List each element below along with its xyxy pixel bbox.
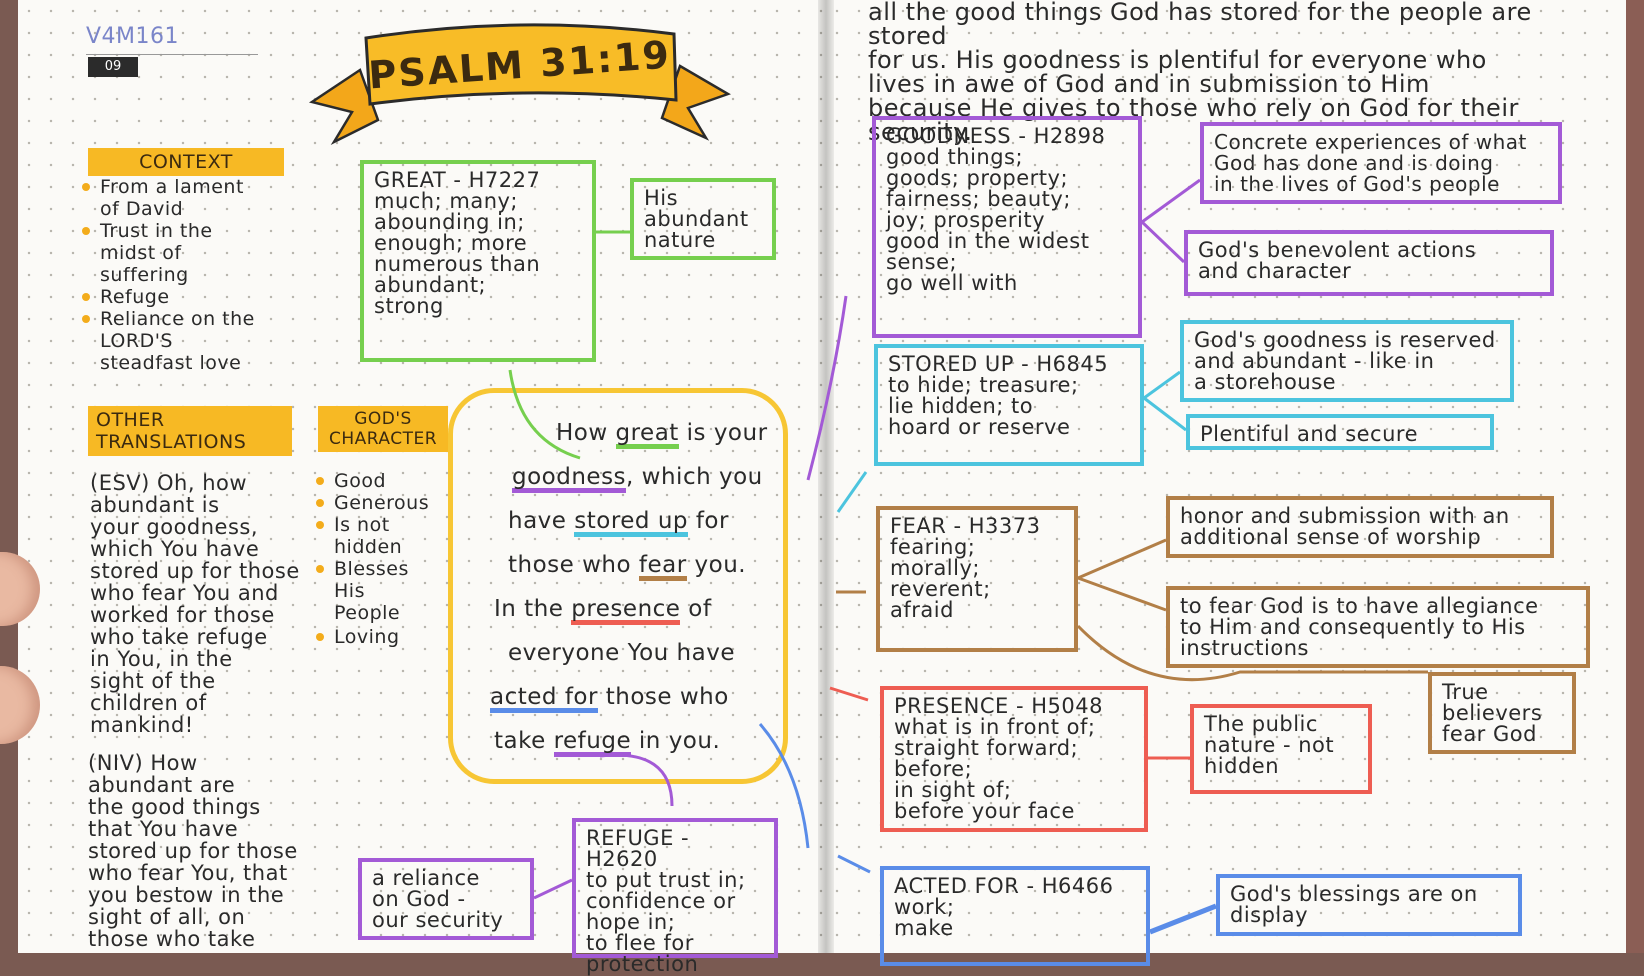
- list-item: Loving: [316, 626, 446, 648]
- note-box-acted-for: God's blessings are on display: [1216, 874, 1522, 936]
- list-item: Good: [316, 470, 446, 492]
- word-box-goodness: GOODNESS - H2898 good things; goods; pro…: [872, 116, 1142, 338]
- context-list: From a lament of David Trust in the mids…: [82, 176, 302, 374]
- note-box-fear-2: to fear God is to have allegiance to Him…: [1166, 586, 1590, 668]
- note-box-stored-1: God's goodness is reserved and abundant …: [1180, 320, 1514, 402]
- header-rule: [86, 54, 258, 55]
- word-box-presence: PRESENCE - H5048 what is in front of; st…: [880, 686, 1148, 832]
- verse-word-stored-up: stored up: [574, 510, 689, 537]
- verse-line-1: How great is your: [556, 420, 768, 449]
- context-label: CONTEXT: [88, 148, 284, 176]
- verse-line-6: everyone You have: [508, 640, 735, 666]
- note-box-goodness-2: God's benevolent actions and character: [1184, 230, 1554, 296]
- verse-line-7: acted for those who: [490, 684, 729, 713]
- list-item: Refuge: [82, 286, 302, 308]
- note-box-goodness-1: Concrete experiences of what God has don…: [1200, 122, 1562, 204]
- note-box-refuge: a reliance on God - our security: [358, 858, 534, 940]
- list-item: Generous: [316, 492, 446, 514]
- verse-line-5: In the presence of: [494, 596, 711, 625]
- verse-word-great: great: [615, 422, 679, 449]
- verse-word-acted-for: acted for: [490, 686, 598, 713]
- note-box-great: His abundant nature: [630, 178, 776, 260]
- verse-line-8: take refuge in you.: [494, 728, 720, 757]
- list-item: Blesses His People: [316, 558, 446, 624]
- character-list: Good Generous Is not hidden Blesses His …: [316, 470, 446, 648]
- note-box-fear-3: True believers fear God: [1428, 672, 1576, 754]
- character-label: GOD'S CHARACTER: [318, 406, 448, 452]
- verse-line-4: those who fear you.: [508, 552, 746, 581]
- esv-translation: (ESV) Oh, how abundant is your goodness,…: [90, 471, 300, 737]
- word-box-fear: FEAR - H3373 fearing; morally; reverent;…: [876, 506, 1078, 652]
- list-item: Is not hidden: [316, 514, 446, 558]
- verse-line-2: goodness, which you: [512, 464, 763, 493]
- word-box-great: GREAT - H7227 much; many; abounding in; …: [360, 160, 596, 362]
- book-cover-edge: [1626, 0, 1644, 953]
- word-box-stored-up: STORED UP - H6845 to hide; treasure; lie…: [874, 344, 1144, 466]
- translations-label: OTHER TRANSLATIONS: [88, 406, 292, 456]
- page-number: 09: [88, 57, 138, 77]
- verse-line-3: have stored up for: [508, 508, 729, 537]
- niv-translation: (NIV) How abundant are the good things t…: [88, 751, 298, 951]
- list-item: From a lament of David: [82, 176, 302, 220]
- book-spine: [818, 0, 834, 953]
- word-box-refuge: REFUGE - H2620 to put trust in; confiden…: [572, 818, 778, 975]
- note-box-stored-2: Plentiful and secure: [1186, 414, 1494, 450]
- word-box-acted-for: ACTED FOR - H6466 work; make: [880, 866, 1150, 966]
- page-code: V4M161: [86, 24, 180, 49]
- right-journal-page: [826, 0, 1626, 953]
- verse-word-refuge: refuge: [553, 730, 632, 757]
- verse-word-fear: fear: [638, 554, 687, 581]
- summary-text: all the good things God has stored for t…: [868, 0, 1532, 146]
- list-item: Reliance on the LORD'S steadfast love: [82, 308, 302, 374]
- note-box-fear-1: honor and submission with an additional …: [1166, 496, 1554, 558]
- verse-word-presence: presence: [571, 598, 681, 625]
- note-box-presence: The public nature - not hidden: [1190, 704, 1372, 794]
- list-item: Trust in the midst of suffering: [82, 220, 302, 286]
- verse-word-goodness: goodness: [512, 466, 627, 493]
